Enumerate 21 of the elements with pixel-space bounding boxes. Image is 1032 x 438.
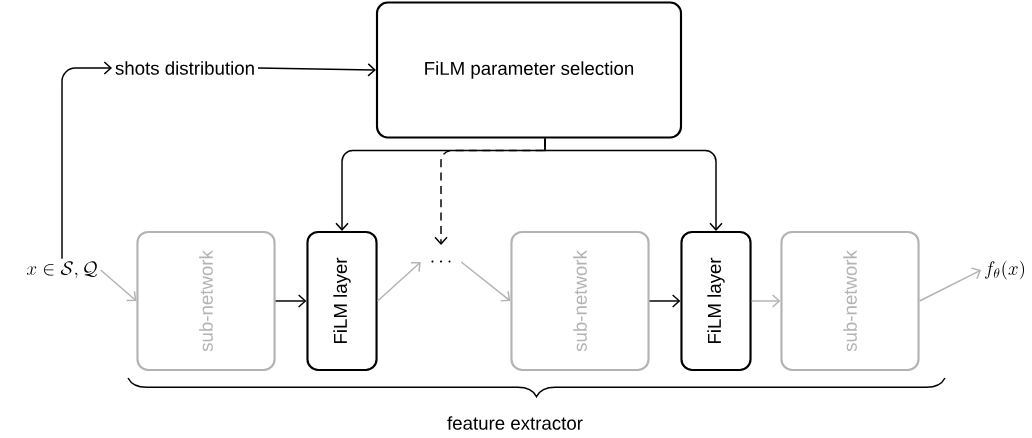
arrow (61, 61, 113, 260)
arrow (257, 63, 376, 77)
arrow (918, 267, 982, 302)
film-layer-box: FiLM layer (306, 230, 378, 372)
arrow (460, 261, 511, 302)
process-box: FiLM parameter selection (375, 1, 683, 139)
arrow (750, 294, 781, 308)
arrow (648, 294, 681, 308)
subnetwork-box: sub-network (510, 230, 650, 372)
arrow (544, 137, 723, 231)
arrow (274, 294, 307, 308)
text-label: shots distribution (115, 61, 254, 75)
text-label: $\cdots$ (431, 260, 451, 263)
arrow (376, 262, 421, 302)
brace-label: feature extractor (447, 416, 583, 430)
text-label: $f_\theta(x)$ (985, 260, 1025, 280)
subnetwork-box: sub-network (136, 230, 276, 372)
arrow (99, 269, 137, 302)
film-layer-box: FiLM layer (680, 230, 752, 372)
subnetwork-box: sub-network (780, 230, 920, 372)
text-label: $x \in \mathcal{S}, \mathcal{Q}$ (26, 261, 98, 279)
